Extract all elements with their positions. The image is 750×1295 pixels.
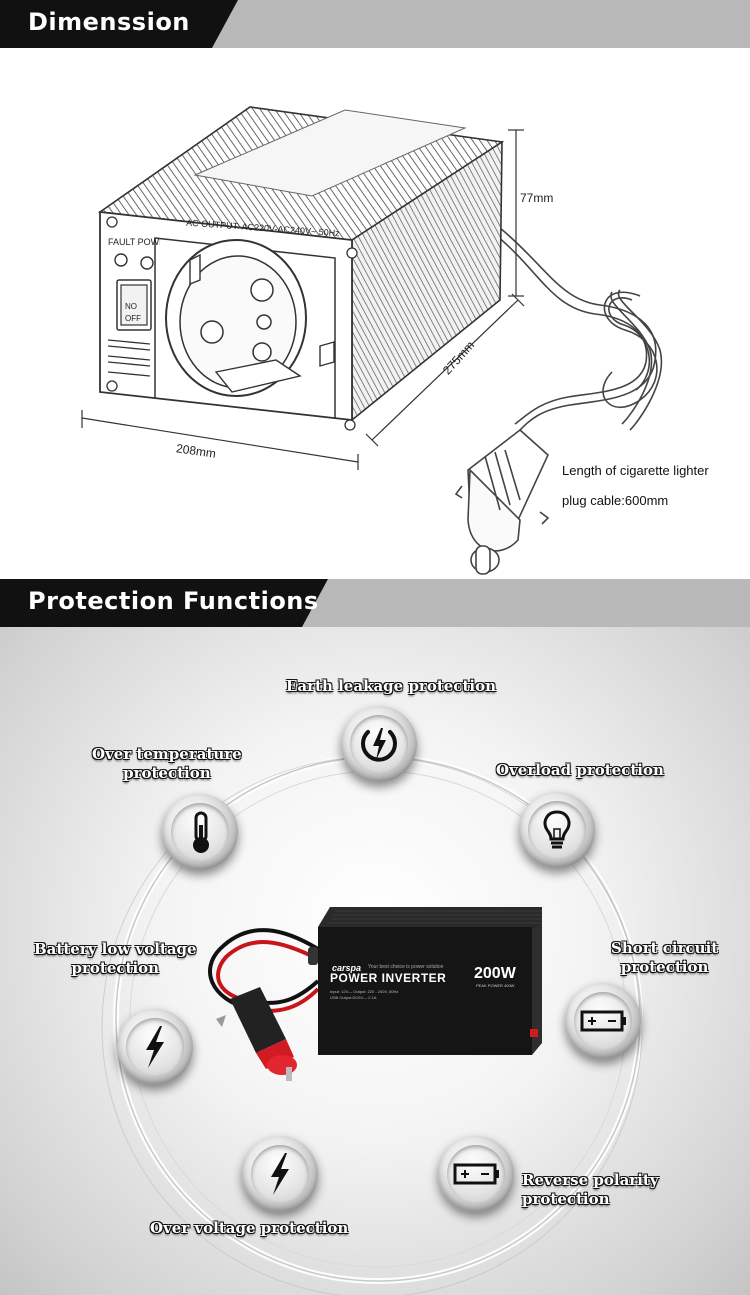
earth-leakage-label: Earth leakage protection	[286, 677, 496, 695]
over-temperature-label-line2: protection	[123, 764, 211, 782]
battery-low-voltage-label-line1: Battery low voltage	[34, 940, 197, 958]
lightbulb-icon	[543, 810, 571, 849]
cable-length-line2: plug cable:600mm	[562, 493, 669, 508]
brand-tagline: Your best choice is power solution	[368, 964, 444, 970]
inverter-product-image	[208, 907, 542, 1081]
battery-low-voltage-label-line2: protection	[71, 959, 160, 977]
switch-off-label: OFF	[125, 314, 141, 323]
product-spec2: USB Output:DC5V— 2.1A	[330, 995, 377, 1000]
product-name: POWER INVERTER	[330, 971, 447, 985]
reverse-polarity-protection-item	[438, 1136, 514, 1212]
reverse-polarity-label-line2: protection	[522, 1190, 610, 1208]
power-bolt-icon	[361, 728, 397, 762]
product-peak: PEAK POWER 400W	[476, 983, 515, 988]
protection-header: Protection Functions	[0, 579, 750, 627]
protection-title: Protection Functions	[28, 587, 319, 615]
car-plug-image	[216, 987, 297, 1081]
over-temperature-protection-item	[162, 794, 238, 870]
over-voltage-protection-item	[242, 1136, 318, 1212]
brand-label: carspa	[332, 963, 362, 973]
switch-no-label: NO	[125, 302, 137, 311]
short-circuit-label-line1: Short circuit	[611, 939, 719, 957]
lightning-icon	[146, 1026, 164, 1068]
short-circuit-label: Short circuit protection	[611, 939, 718, 977]
battery-icon	[453, 1163, 499, 1185]
thermometer-icon	[193, 811, 209, 853]
short-circuit-protection-item	[565, 983, 641, 1059]
product-wattage: 200W	[474, 965, 516, 982]
short-circuit-label-line2: protection	[620, 958, 709, 976]
dimension-section: AC OUTPUT: AC220V-AC240V~ 50Hz FAULT POW…	[0, 48, 750, 579]
dimension-title: Dimenssion	[28, 8, 190, 36]
dimension-header-tab	[0, 0, 238, 48]
lightning-icon	[271, 1153, 289, 1195]
product-spec1: Input: 12V— Output: 220 - 240V, 50Hz	[330, 989, 399, 994]
inverter-line-drawing	[81, 106, 663, 575]
over-voltage-label: Over voltage protection	[150, 1219, 349, 1237]
dimension-lines	[81, 129, 525, 470]
battery-icon	[580, 1010, 626, 1032]
power-cable	[496, 227, 663, 431]
earth-leakage-protection-item	[341, 706, 417, 782]
over-temperature-label-line1: Over temperature	[92, 745, 242, 763]
battery-low-voltage-label: Battery low voltage protection	[34, 940, 197, 978]
overload-label: Overload protection	[496, 761, 664, 779]
cigarette-plug	[454, 428, 550, 575]
protection-section: carspa Your best choice is power solutio…	[0, 627, 750, 1295]
over-temperature-label: Over temperature protection	[92, 745, 242, 783]
dimension-header: Dimenssion	[0, 0, 750, 48]
protection-header-tab	[0, 579, 328, 627]
battery-low-voltage-protection-item	[117, 1009, 193, 1085]
reverse-polarity-label-line1: Reverse polarity	[522, 1171, 659, 1189]
height-dimension: 77mm	[520, 191, 554, 205]
reverse-polarity-label: Reverse polarity protection	[522, 1171, 659, 1209]
cable-length-line1: Length of cigarette lighter	[562, 463, 709, 478]
overload-protection-item	[519, 792, 595, 868]
fault-power-label: FAULT POWER	[108, 237, 160, 247]
